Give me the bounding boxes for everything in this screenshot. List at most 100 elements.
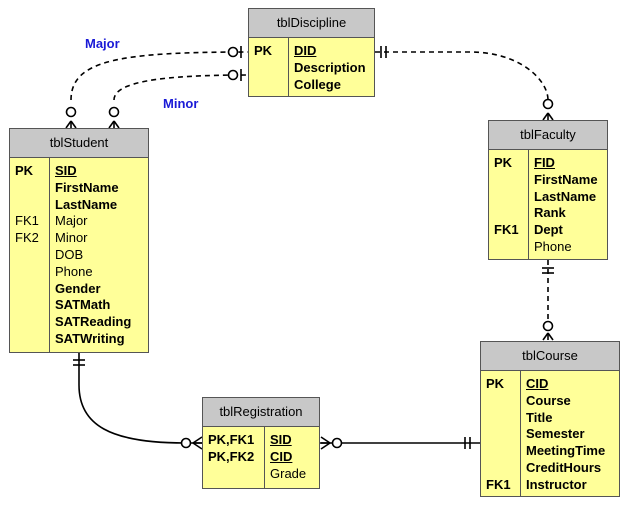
key-label	[15, 264, 49, 281]
field-satwriting: SATWriting	[55, 330, 125, 346]
entity-registration-title: tblRegistration	[203, 398, 319, 427]
field-credithours: CreditHours	[526, 459, 602, 475]
field-sid: SID	[55, 163, 77, 178]
key-label	[15, 297, 49, 314]
entity-faculty-fields: FID FirstName LastName Rank Dept Phone	[529, 150, 598, 260]
registration-right-circle	[331, 437, 343, 449]
key-label: FK2	[15, 230, 39, 246]
field-meetingtime: MeetingTime	[526, 443, 606, 459]
entity-course-title: tblCourse	[481, 342, 619, 371]
field-rank: Rank	[534, 205, 566, 221]
field-dob: DOB	[55, 246, 84, 262]
student-registration-line	[78, 353, 202, 444]
key-label	[15, 247, 49, 264]
course-top-crow-1	[542, 332, 549, 341]
key-label: FK1	[15, 213, 39, 229]
field-lastname: LastName	[55, 196, 118, 212]
key-label	[494, 239, 528, 256]
major-student-crow-1	[65, 120, 72, 129]
entity-discipline-title: tblDiscipline	[249, 9, 374, 38]
key-label: PK,FK1	[208, 432, 255, 447]
field-dept: Dept	[534, 222, 563, 238]
faculty-top-crow-3	[547, 112, 554, 121]
field-course: Course	[526, 392, 571, 408]
entity-faculty-keys: PK FK1	[489, 150, 529, 260]
field-satreading: SATReading	[55, 314, 132, 330]
key-label	[254, 60, 288, 77]
key-label	[486, 426, 520, 443]
field-lastname: LastName	[534, 188, 597, 204]
course-top-circle	[542, 320, 554, 332]
field-phone: Phone	[55, 263, 93, 279]
entity-registration-keys: PK,FK1 PK,FK2	[203, 427, 265, 489]
major-discipline-circle	[227, 46, 239, 58]
field-gender: Gender	[55, 280, 101, 296]
entity-course-body: PK FK1 CID Course Title Semester Meeting…	[481, 371, 619, 497]
registration-left-crow-1	[192, 436, 203, 444]
entity-course: tblCourse PK FK1 CID Course Title Semest…	[480, 341, 620, 497]
key-label: PK,FK2	[208, 448, 255, 464]
key-label	[15, 314, 49, 331]
major-student-circle	[65, 106, 77, 118]
key-label	[15, 331, 49, 348]
minor-student-crow-3	[113, 120, 120, 129]
key-label	[486, 393, 520, 410]
entity-registration-fields: SID CID Grade	[265, 427, 306, 489]
minor-student-crow-1	[108, 120, 115, 129]
field-grade: Grade	[270, 465, 307, 481]
key-label	[15, 180, 49, 197]
field-cid: CID	[526, 376, 549, 391]
field-major: Major	[55, 213, 88, 229]
field-title: Title	[526, 409, 553, 425]
minor-student-circle	[108, 106, 120, 118]
field-firstname: FirstName	[55, 179, 119, 195]
entity-student: tblStudent PK FK1 FK2 SID FirstName Last…	[9, 128, 149, 353]
field-description: Description	[294, 59, 366, 75]
key-label	[15, 281, 49, 298]
key-label: PK	[254, 43, 273, 58]
entity-student-keys: PK FK1 FK2	[10, 158, 50, 353]
faculty-top-circle	[542, 98, 554, 110]
registration-left-circle	[180, 437, 192, 449]
key-label	[208, 466, 264, 483]
entity-registration-body: PK,FK1 PK,FK2 SID CID Grade	[203, 427, 319, 489]
field-instructor: Instructor	[526, 476, 587, 492]
discipline-faculty-line	[375, 51, 549, 101]
major-label: Major	[85, 36, 120, 51]
key-label	[15, 197, 49, 214]
entity-discipline: tblDiscipline PK DID Description College	[248, 8, 375, 97]
major-relationship-line	[70, 51, 249, 101]
entity-faculty: tblFaculty PK FK1 FID FirstName LastName…	[488, 120, 608, 260]
field-satmath: SATMath	[55, 297, 111, 313]
field-college: College	[294, 76, 341, 92]
entity-course-keys: PK FK1	[481, 371, 521, 497]
course-top-crow-3	[547, 332, 554, 341]
entity-faculty-title: tblFaculty	[489, 121, 607, 150]
field-sid: SID	[270, 432, 292, 447]
entity-discipline-body: PK DID Description College	[249, 38, 374, 97]
field-cid: CID	[270, 448, 293, 464]
field-semester: Semester	[526, 426, 585, 442]
major-student-crow-3	[70, 120, 77, 129]
entity-student-title: tblStudent	[10, 129, 148, 158]
minor-label: Minor	[163, 96, 199, 111]
key-label: PK	[486, 376, 505, 391]
key-label	[254, 77, 288, 94]
key-label	[486, 460, 520, 477]
key-label	[494, 205, 528, 222]
field-did: DID	[294, 43, 317, 58]
field-phone: Phone	[534, 238, 572, 254]
entity-discipline-keys: PK	[249, 38, 289, 97]
key-label: FK1	[486, 476, 511, 492]
registration-left-crow-3	[192, 442, 203, 450]
entity-faculty-body: PK FK1 FID FirstName LastName Rank Dept …	[489, 150, 607, 260]
key-label	[494, 172, 528, 189]
key-label: PK	[15, 163, 34, 178]
key-label	[486, 410, 520, 427]
minor-discipline-circle	[227, 69, 239, 81]
key-label	[494, 189, 528, 206]
entity-student-body: PK FK1 FK2 SID FirstName LastName Major …	[10, 158, 148, 353]
field-minor: Minor	[55, 230, 88, 246]
entity-registration: tblRegistration PK,FK1 PK,FK2 SID CID Gr…	[202, 397, 320, 489]
